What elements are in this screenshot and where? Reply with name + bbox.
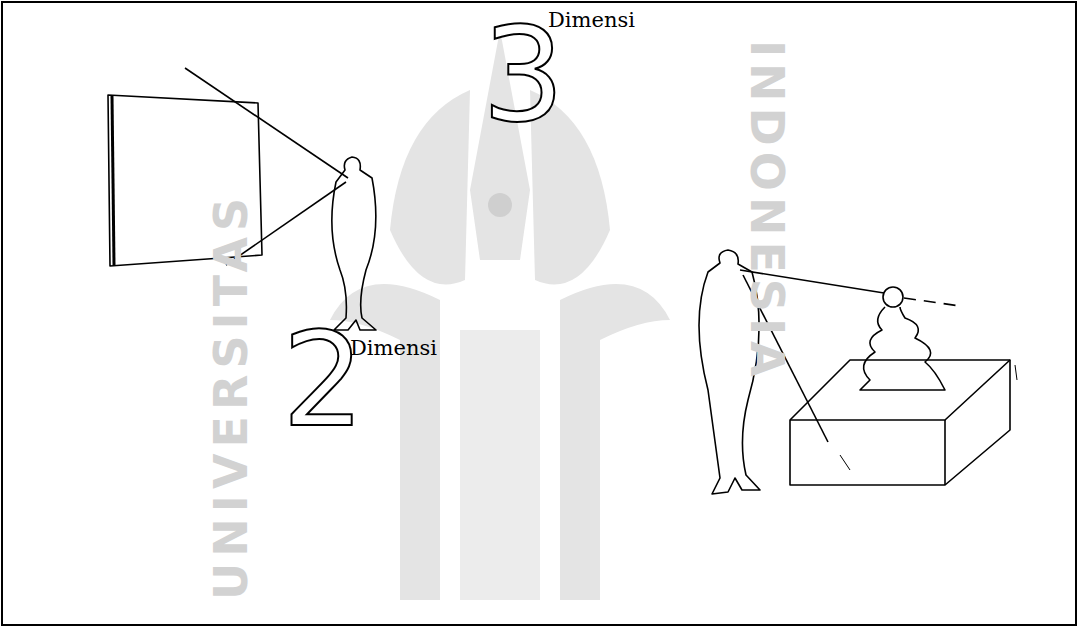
- dimension-number: 2: [282, 315, 365, 445]
- dimension-word: Dimensi: [350, 338, 437, 359]
- watermark-text: INDONESIA: [744, 40, 790, 383]
- dimension-word: Dimensi: [548, 10, 635, 31]
- watermark-text: UNIVERSITAS: [208, 192, 254, 600]
